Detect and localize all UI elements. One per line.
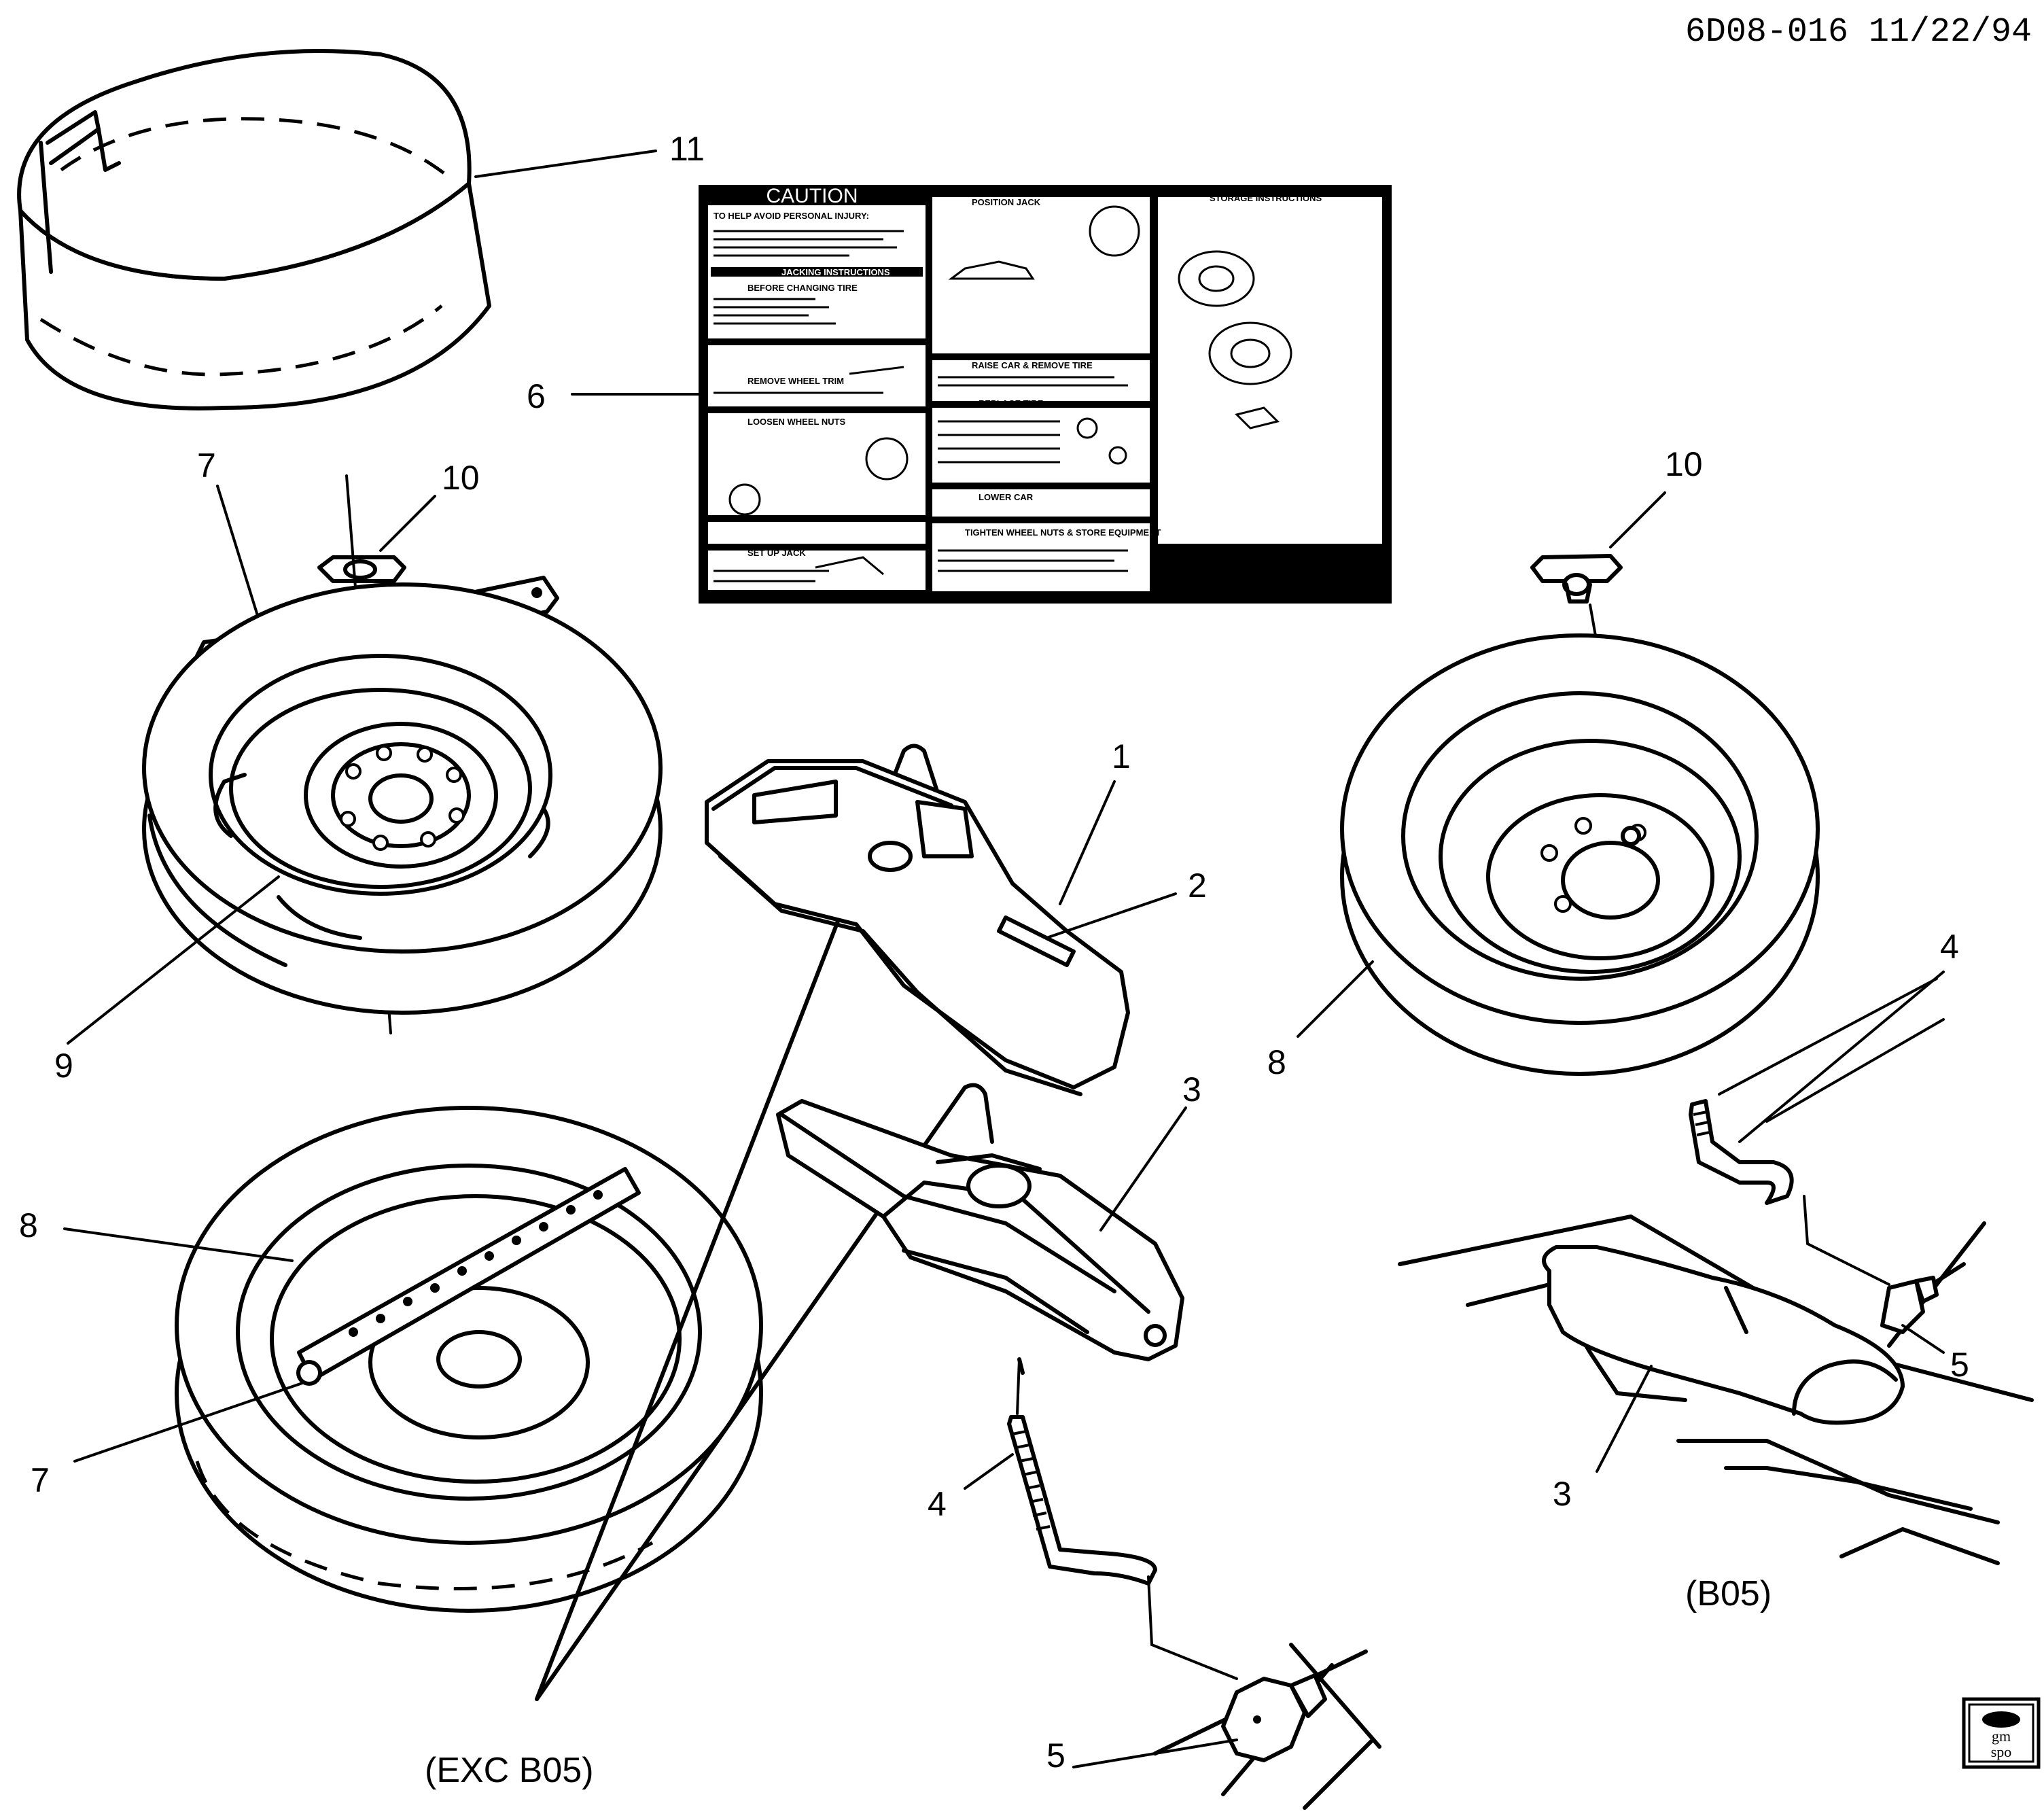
caution-section-4: LOOSEN WHEEL NUTS bbox=[747, 417, 846, 427]
callout-10-left: 10 bbox=[442, 459, 480, 497]
logo-line-2: spo bbox=[1991, 1743, 2012, 1760]
callout-11: 11 bbox=[669, 130, 705, 168]
leader-line-10-right bbox=[1609, 491, 1666, 548]
leader-line-7-lower bbox=[73, 1382, 304, 1463]
caution-section-8: REPLACE TIRE bbox=[979, 398, 1044, 408]
callout-4-center: 4 bbox=[928, 1485, 947, 1523]
document-id: 6D08-016 11/22/94 bbox=[1685, 13, 2032, 52]
leader-line-10-left bbox=[379, 495, 436, 552]
leader-line-3-right bbox=[1596, 1365, 1653, 1473]
caution-label-part-6: CAUTION TO HELP AVOID PERSONAL INJURY: J… bbox=[699, 185, 1392, 604]
callout-1: 1 bbox=[1112, 737, 1131, 775]
leader-line-8-left bbox=[63, 1227, 294, 1262]
leader-line-2 bbox=[1045, 892, 1177, 939]
callout-3-right: 3 bbox=[1553, 1475, 1572, 1513]
assembly-bracket-left-2 bbox=[535, 1083, 994, 1701]
scissor-jack-part-3-right bbox=[1542, 1245, 1905, 1425]
leader-line-5-center bbox=[1072, 1739, 1238, 1768]
tire-cover-part-11 bbox=[17, 49, 491, 411]
caution-section-1: JACKING INSTRUCTIONS bbox=[781, 267, 890, 277]
callout-5-center: 5 bbox=[1046, 1736, 1065, 1775]
logo-line-1: gm bbox=[1992, 1728, 2011, 1745]
wing-nut-part-10-left bbox=[317, 555, 406, 583]
caution-section-11: STORAGE INSTRUCTIONS bbox=[1210, 193, 1322, 203]
callout-8-left: 8 bbox=[19, 1206, 38, 1244]
leader-line-5-right bbox=[1901, 1324, 1945, 1354]
trunk-floor-b05 bbox=[1398, 1215, 2034, 1565]
scissor-jack-part-3 bbox=[776, 1099, 1184, 1375]
caption-b05: (B05) bbox=[1685, 1574, 1772, 1613]
caution-section-6: POSITION JACK bbox=[972, 197, 1041, 207]
retainer-clip-part-5-center bbox=[1153, 1643, 1381, 1810]
caution-section-7: RAISE CAR & REMOVE TIRE bbox=[972, 360, 1093, 370]
wing-nut-part-10-right bbox=[1530, 554, 1623, 604]
jack-housing-part-1-2 bbox=[705, 759, 1130, 1096]
leader-line-9 bbox=[67, 875, 280, 1045]
spare-tire-part-8-right bbox=[1340, 633, 1820, 1076]
jack-handle-part-4-center bbox=[1007, 1415, 1157, 1586]
callout-9: 9 bbox=[54, 1047, 73, 1085]
wheel-part-9 bbox=[142, 582, 663, 1015]
leader-line-4-right bbox=[1738, 971, 1945, 1143]
leader-line-1 bbox=[1059, 780, 1116, 905]
callout-2: 2 bbox=[1188, 867, 1207, 905]
caution-section-3: REMOVE WHEEL TRIM bbox=[747, 376, 844, 386]
jack-handle-part-4-right bbox=[1689, 977, 1945, 1286]
leader-line-4-center bbox=[964, 1453, 1014, 1490]
callout-10-right: 10 bbox=[1665, 445, 1703, 483]
gm-spo-logo bbox=[1962, 1697, 2041, 1769]
caution-warning: TO HELP AVOID PERSONAL INJURY: bbox=[713, 211, 869, 221]
leader-line-11 bbox=[474, 150, 657, 178]
caution-section-2: BEFORE CHANGING TIRE bbox=[747, 283, 858, 293]
callout-5-right: 5 bbox=[1950, 1346, 1969, 1384]
handle-axis-center bbox=[1016, 1358, 1238, 1680]
caution-section-10: TIGHTEN WHEEL NUTS & STORE EQUIPMENT bbox=[965, 527, 1161, 538]
callout-4-right: 4 bbox=[1940, 928, 1959, 966]
leader-line-3-center bbox=[1099, 1106, 1187, 1232]
leader-line-8-right bbox=[1297, 960, 1374, 1038]
callout-8-right: 8 bbox=[1267, 1043, 1286, 1081]
caution-title: CAUTION bbox=[766, 185, 858, 207]
caption-exc-b05: (EXC B05) bbox=[425, 1751, 594, 1790]
retainer-clip-part-5-right bbox=[1880, 1221, 1986, 1348]
leader-line-7-upper bbox=[216, 485, 263, 630]
spare-tire-part-8-left bbox=[175, 1106, 763, 1613]
assembly-bracket-left bbox=[535, 744, 960, 1701]
hold-down-bracket-part-7-lower bbox=[296, 1167, 641, 1386]
callout-3-center: 3 bbox=[1182, 1070, 1201, 1108]
callout-7-upper: 7 bbox=[197, 447, 216, 485]
caution-section-9: LOWER CAR bbox=[979, 492, 1034, 502]
callout-6: 6 bbox=[527, 377, 546, 415]
callout-7-lower: 7 bbox=[31, 1461, 50, 1499]
caution-section-5: SET UP JACK bbox=[747, 548, 806, 558]
